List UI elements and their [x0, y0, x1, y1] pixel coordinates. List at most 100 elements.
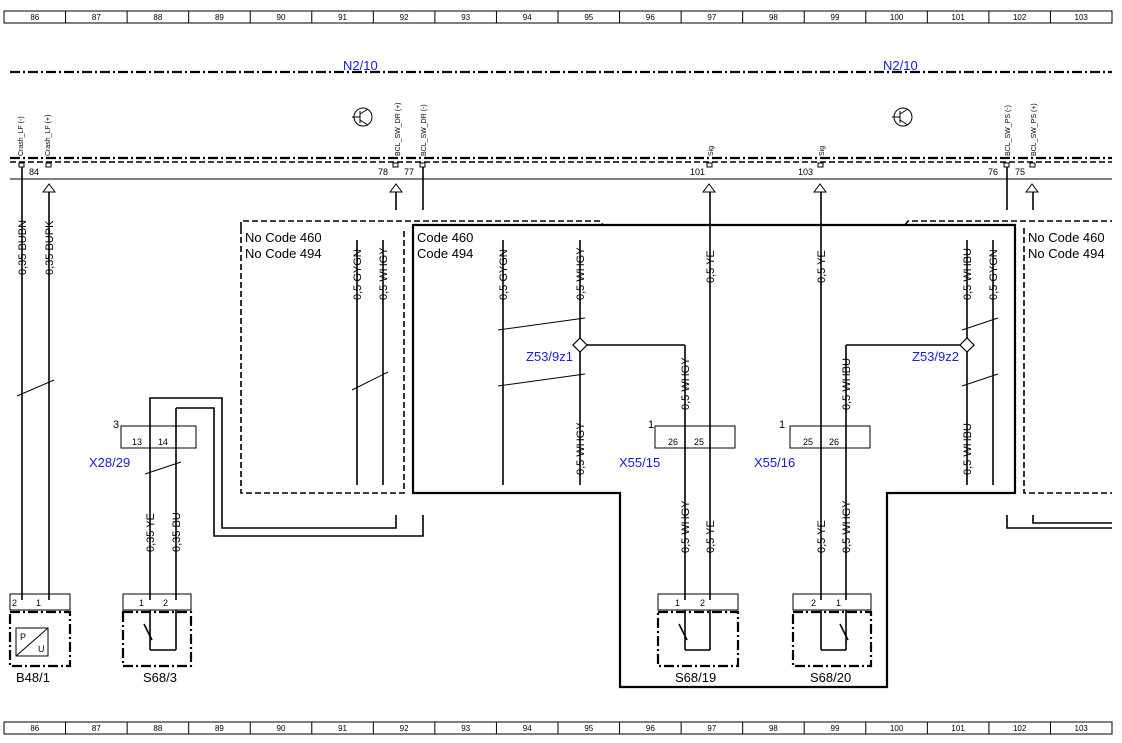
- module-label-left: N2/10: [343, 58, 378, 73]
- wire-label: 0,5 WHGY: [680, 357, 692, 410]
- code-label: No Code 460: [1028, 230, 1105, 245]
- svg-text:1: 1: [36, 598, 41, 608]
- svg-text:S68/20: S68/20: [810, 670, 851, 685]
- pin-number: 77: [404, 167, 414, 177]
- column-number: 93: [461, 13, 470, 22]
- svg-text:13: 13: [132, 437, 142, 447]
- wire-label: 0,5 YE: [816, 520, 828, 553]
- svg-text:X55/16: X55/16: [754, 455, 795, 470]
- column-number: 101: [951, 724, 965, 733]
- column-number: 96: [646, 13, 655, 22]
- pin-number: 78: [378, 167, 388, 177]
- column-number: 88: [153, 13, 162, 22]
- pin-label: BCL_SW_DR (-): [421, 104, 428, 156]
- column-number: 98: [769, 724, 778, 733]
- component-s68-19: 1 2 S68/19: [656, 593, 740, 685]
- wire-label: 0,5 WHGY: [378, 247, 390, 300]
- wire-label: 0,5 WHGY: [680, 500, 692, 553]
- code-label: No Code 494: [1028, 246, 1105, 261]
- wire-label: 0,5 GYGN: [352, 249, 364, 300]
- svg-text:14: 14: [158, 437, 168, 447]
- wire-label: 0,35 BU: [171, 512, 183, 552]
- svg-text:1: 1: [675, 598, 680, 608]
- connector-x55-15: 1 26 25 X55/15: [619, 419, 736, 470]
- code-label: No Code 494: [245, 246, 322, 261]
- svg-text:3: 3: [113, 419, 119, 431]
- svg-text:X55/15: X55/15: [619, 455, 660, 470]
- pin-label: Crash_LF (-): [18, 116, 25, 156]
- column-number: 95: [584, 724, 593, 733]
- component-s68-20: 2 1 S68/20: [791, 593, 873, 685]
- wire-label: 0,35 YE: [145, 513, 157, 552]
- pin-number: 76: [988, 167, 998, 177]
- column-number: 93: [461, 724, 470, 733]
- column-number: 86: [30, 13, 39, 22]
- svg-text:1: 1: [139, 598, 144, 608]
- column-number: 102: [1013, 724, 1027, 733]
- pin-number: 103: [798, 167, 813, 177]
- pin-number: 75: [1015, 167, 1025, 177]
- code-label: No Code 460: [245, 230, 322, 245]
- svg-text:26: 26: [668, 437, 678, 447]
- pin-label: BCL_SW_PS (+): [1031, 103, 1038, 156]
- column-number: 89: [215, 724, 224, 733]
- code-box-mid: [411, 223, 1017, 689]
- svg-text:1: 1: [836, 598, 841, 608]
- wire-label: 0,5 GYGN: [498, 249, 510, 300]
- svg-text:X28/29: X28/29: [89, 455, 130, 470]
- column-number: 97: [707, 13, 716, 22]
- svg-text:B48/1: B48/1: [16, 670, 50, 685]
- svg-text:2: 2: [163, 598, 168, 608]
- svg-text:26: 26: [829, 437, 839, 447]
- svg-text:1: 1: [648, 419, 654, 431]
- column-number: 98: [769, 13, 778, 22]
- column-number: 94: [523, 724, 532, 733]
- wire-label: 0,5 WHBU: [962, 423, 974, 475]
- column-number: 100: [890, 724, 904, 733]
- splice-label: Z53/9z2: [912, 349, 959, 364]
- wire-label: 0,5 WHBU: [841, 358, 853, 410]
- column-number: 89: [215, 13, 224, 22]
- svg-text:2: 2: [12, 598, 17, 608]
- svg-text:25: 25: [803, 437, 813, 447]
- transistor-icon: [892, 107, 913, 127]
- svg-text:2: 2: [811, 598, 816, 608]
- splice-node: [572, 337, 588, 353]
- pin-label: BCL_SW_DR (+): [395, 103, 402, 156]
- column-number: 90: [277, 724, 286, 733]
- pin-label: Sig: [819, 146, 826, 156]
- code-label: Code 494: [417, 246, 473, 261]
- pin-label: BCL_SW_PS (-): [1005, 105, 1012, 156]
- wire-label: 0,5 GYGN: [988, 249, 1000, 300]
- svg-text:P: P: [20, 632, 26, 642]
- column-number: 95: [584, 13, 593, 22]
- column-number: 90: [277, 13, 286, 22]
- column-number: 99: [831, 724, 840, 733]
- svg-text:25: 25: [694, 437, 704, 447]
- component-b48-1: P U 2 1 B48/1: [8, 593, 72, 685]
- svg-text:U: U: [38, 644, 45, 654]
- svg-text:1: 1: [779, 419, 785, 431]
- pin-label: Sig: [708, 146, 715, 156]
- code-label: Code 460: [417, 230, 473, 245]
- wire-label: 0,5 WHBU: [962, 248, 974, 300]
- component-s68-3: 1 2 S68/3: [121, 593, 193, 685]
- connector-x28-29: 3 13 14 X28/29: [89, 419, 197, 470]
- column-number: 99: [831, 13, 840, 22]
- column-number: 96: [646, 724, 655, 733]
- svg-text:S68/19: S68/19: [675, 670, 716, 685]
- connector-x55-16: 1 25 26 X55/16: [754, 419, 871, 470]
- column-number: 86: [30, 724, 39, 733]
- wire-label: 0,5 YE: [816, 250, 828, 283]
- column-number: 92: [400, 13, 409, 22]
- column-number: 103: [1075, 724, 1089, 733]
- wire-label: 0,5 WHGY: [575, 247, 587, 300]
- column-number: 92: [400, 724, 409, 733]
- splice-label: Z53/9z1: [526, 349, 573, 364]
- column-number: 91: [338, 13, 347, 22]
- wire-label: 0,5 WHGY: [841, 500, 853, 553]
- wire-label: 0,5 WHGY: [575, 422, 587, 475]
- wire-label: 0,35 BUBN: [17, 220, 29, 275]
